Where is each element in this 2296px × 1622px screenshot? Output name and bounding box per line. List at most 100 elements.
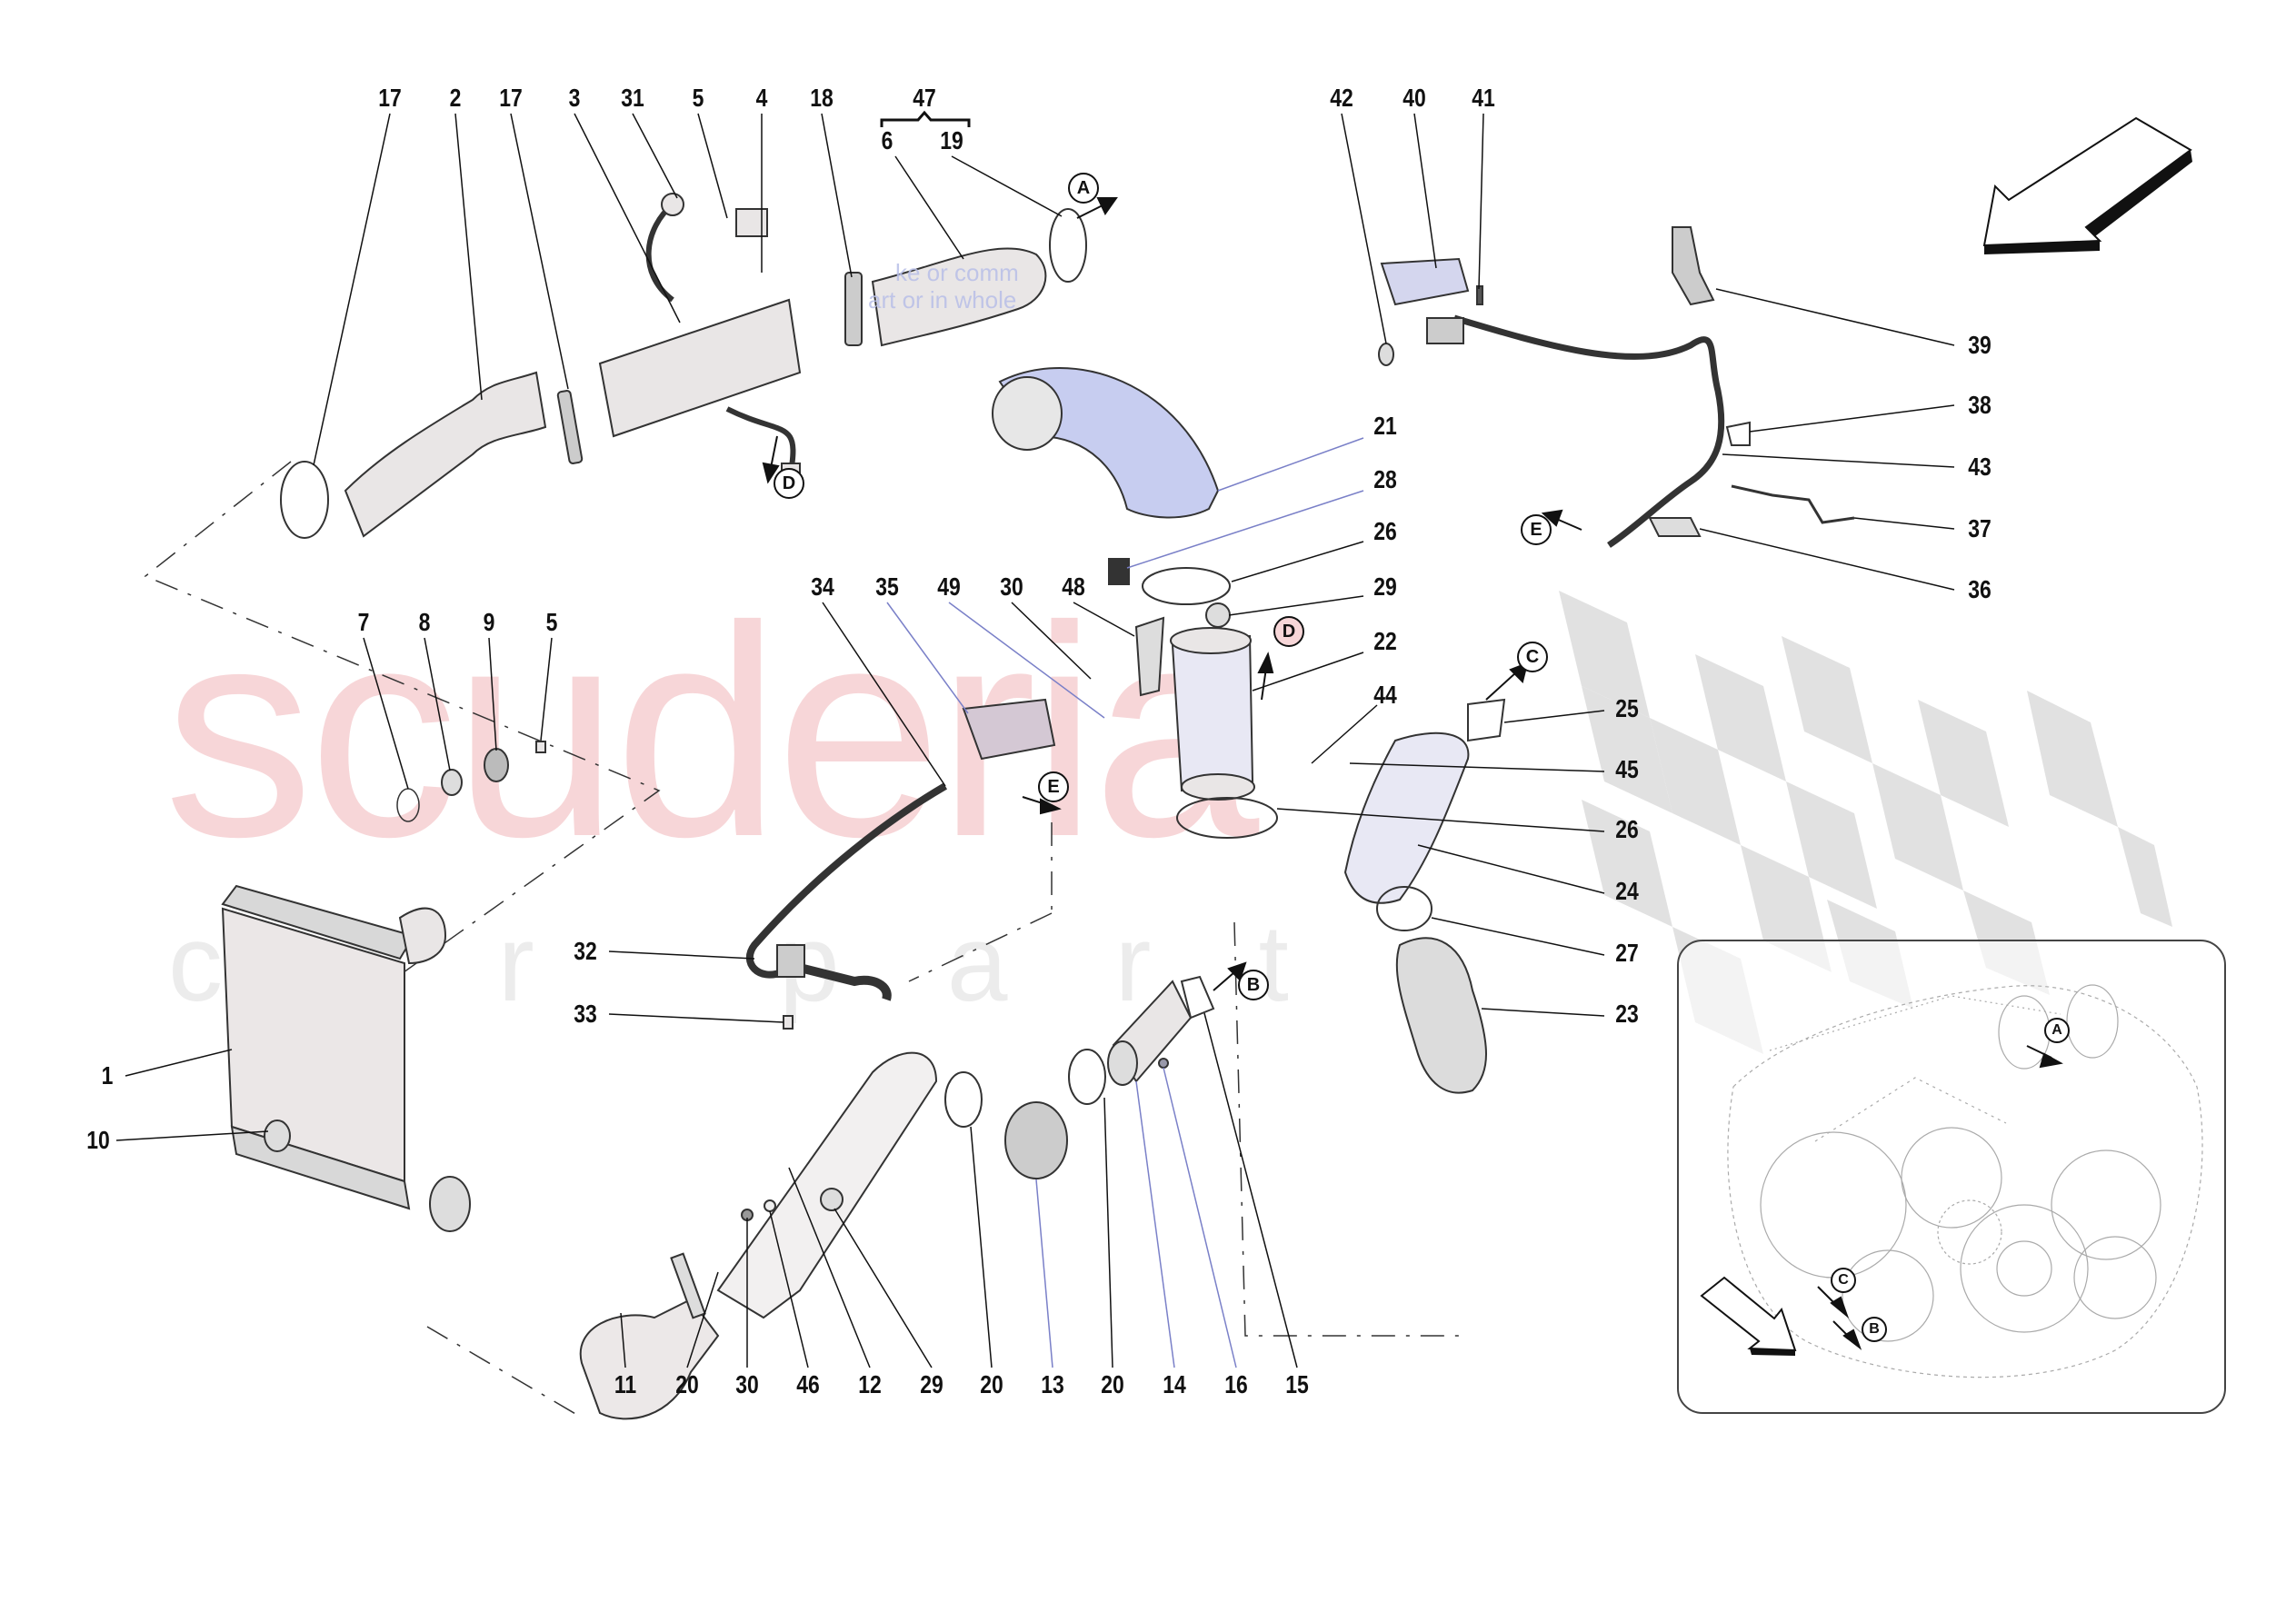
intercooler-1-inlet xyxy=(398,907,447,965)
part-label-9[interactable]: 9 xyxy=(483,608,495,636)
part-label-34[interactable]: 34 xyxy=(811,572,834,601)
brace-47 xyxy=(880,110,971,127)
part-label-36[interactable]: 36 xyxy=(1968,575,1992,603)
part-label-44[interactable]: 44 xyxy=(1373,681,1397,709)
clamp-20b xyxy=(944,1071,983,1128)
clamp-26a xyxy=(1142,567,1231,605)
coupler-13 xyxy=(1004,1101,1068,1179)
part-label-18[interactable]: 18 xyxy=(810,84,834,112)
part-label-46[interactable]: 46 xyxy=(796,1370,820,1398)
fitting-31 xyxy=(661,193,684,216)
hose-32 xyxy=(745,782,948,979)
grommet-42 xyxy=(1378,343,1394,366)
mount-9 xyxy=(484,748,509,782)
part-label-32[interactable]: 32 xyxy=(574,937,597,965)
hose-23 xyxy=(1395,937,1487,1094)
part-label-26[interactable]: 26 xyxy=(1615,815,1639,843)
part-label-27[interactable]: 27 xyxy=(1615,939,1639,967)
pin-41 xyxy=(1476,285,1483,305)
bolt-16 xyxy=(1158,1058,1169,1069)
part-label-14[interactable]: 14 xyxy=(1163,1370,1186,1398)
clamp-18 xyxy=(844,272,863,346)
part-label-22[interactable]: 22 xyxy=(1373,627,1397,655)
orientation-arrow-icon xyxy=(1982,116,2192,254)
bracket-40 xyxy=(1380,257,1470,306)
clamp-17b xyxy=(556,390,584,464)
part-label-43[interactable]: 43 xyxy=(1968,453,1992,481)
throttle-body-22 xyxy=(1171,634,1254,792)
bracket-37 xyxy=(1731,484,1855,524)
part-label-30[interactable]: 30 xyxy=(735,1370,759,1398)
reference-marker-b: B xyxy=(1238,970,1269,1000)
part-label-49[interactable]: 49 xyxy=(937,572,961,601)
bracket-35 xyxy=(962,698,1056,761)
part-label-45[interactable]: 45 xyxy=(1615,755,1639,783)
part-label-5[interactable]: 5 xyxy=(692,84,704,112)
reference-marker-a: A xyxy=(1068,173,1099,204)
reference-marker-e: E xyxy=(1521,514,1552,545)
part-label-39[interactable]: 39 xyxy=(1968,331,1992,359)
part-label-17[interactable]: 17 xyxy=(499,84,523,112)
part-label-13[interactable]: 13 xyxy=(1041,1370,1064,1398)
part-label-21[interactable]: 21 xyxy=(1373,412,1397,440)
washer-7 xyxy=(396,788,420,822)
grommet-29b xyxy=(820,1188,844,1211)
part-label-7[interactable]: 7 xyxy=(357,608,370,636)
part-label-35[interactable]: 35 xyxy=(875,572,899,601)
part-label-37[interactable]: 37 xyxy=(1968,514,1992,542)
part-label-23[interactable]: 23 xyxy=(1615,1000,1639,1028)
part-label-19[interactable]: 19 xyxy=(940,126,963,154)
part-label-24[interactable]: 24 xyxy=(1615,877,1639,905)
part-label-31[interactable]: 31 xyxy=(621,84,644,112)
part-label-6[interactable]: 6 xyxy=(881,126,893,154)
inset-marker-b: B xyxy=(1862,1317,1887,1342)
inset-engine-sketch xyxy=(1700,984,2203,1378)
part-label-30[interactable]: 30 xyxy=(1000,572,1023,601)
inset-marker-c: C xyxy=(1831,1268,1856,1293)
marker-arrows xyxy=(762,197,1582,991)
part-label-42[interactable]: 42 xyxy=(1330,84,1353,112)
faint-overprint-line2: art or in whole xyxy=(868,286,1017,313)
bolt-5b xyxy=(535,741,546,753)
hose-6 xyxy=(871,247,1047,347)
part-label-28[interactable]: 28 xyxy=(1373,465,1397,493)
part-label-25[interactable]: 25 xyxy=(1615,694,1639,722)
part-label-38[interactable]: 38 xyxy=(1968,391,1992,419)
elbow-11 xyxy=(579,1298,720,1420)
part-label-20[interactable]: 20 xyxy=(1101,1370,1124,1398)
reference-marker-d: D xyxy=(774,468,804,499)
part-label-3[interactable]: 3 xyxy=(568,84,581,112)
part-label-11[interactable]: 11 xyxy=(614,1370,637,1398)
part-label-29[interactable]: 29 xyxy=(920,1370,943,1398)
part-label-41[interactable]: 41 xyxy=(1472,84,1495,112)
part-label-20[interactable]: 20 xyxy=(980,1370,1003,1398)
gasket-25 xyxy=(1467,698,1506,742)
valve-32 xyxy=(776,944,805,978)
part-label-2[interactable]: 2 xyxy=(449,84,462,112)
part-label-15[interactable]: 15 xyxy=(1285,1370,1309,1398)
clamp-19 xyxy=(1049,208,1087,283)
part-label-8[interactable]: 8 xyxy=(418,608,431,636)
part-label-12[interactable]: 12 xyxy=(858,1370,882,1398)
part-label-33[interactable]: 33 xyxy=(574,1000,597,1028)
bracket-36 xyxy=(1648,517,1702,537)
part-label-10[interactable]: 10 xyxy=(86,1126,110,1154)
part-label-40[interactable]: 40 xyxy=(1403,84,1426,112)
hose-2 xyxy=(344,371,547,538)
part-label-29[interactable]: 29 xyxy=(1373,572,1397,601)
washer-46 xyxy=(764,1199,776,1212)
part-label-4[interactable]: 4 xyxy=(755,84,768,112)
part-label-17[interactable]: 17 xyxy=(378,84,402,112)
part-label-20[interactable]: 20 xyxy=(675,1370,699,1398)
part-label-48[interactable]: 48 xyxy=(1062,572,1085,601)
sensor-28 xyxy=(1108,558,1130,585)
clip-38 xyxy=(1725,421,1751,446)
part-label-16[interactable]: 16 xyxy=(1224,1370,1248,1398)
part-label-26[interactable]: 26 xyxy=(1373,517,1397,545)
part-label-1[interactable]: 1 xyxy=(101,1061,114,1090)
leader-lines xyxy=(115,113,1955,1368)
part-label-5[interactable]: 5 xyxy=(545,608,558,636)
part-label-47[interactable]: 47 xyxy=(913,84,936,112)
